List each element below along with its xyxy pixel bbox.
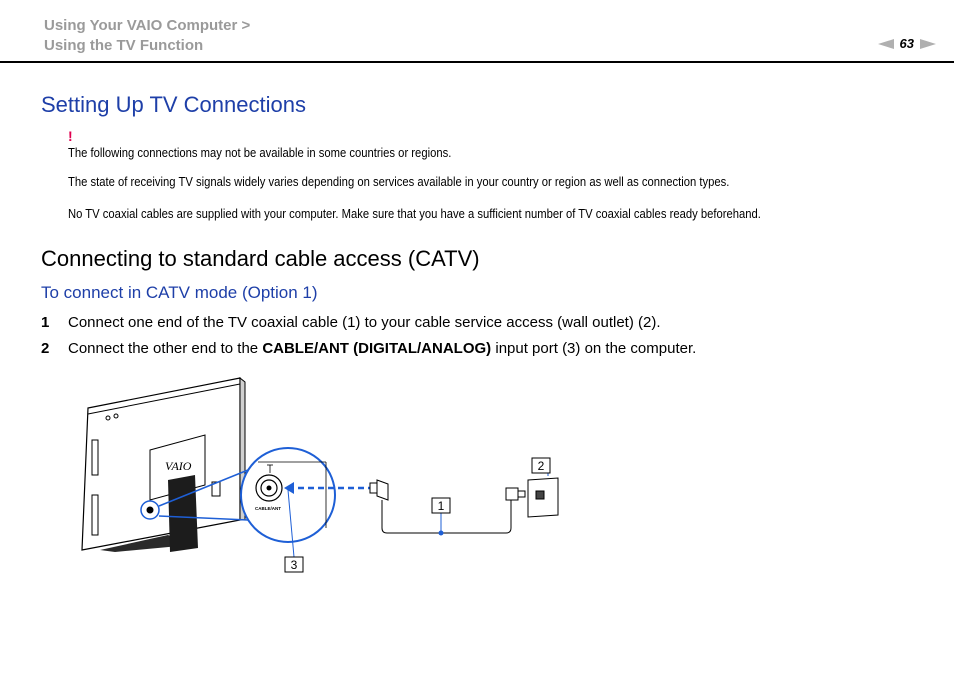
section-title: Setting Up TV Connections [41, 92, 306, 117]
port-name: CABLE/ANT (DIGITAL/ANALOG) [262, 340, 492, 357]
step-number: 2 [41, 340, 50, 357]
svg-text:1: 1 [438, 499, 445, 513]
computer-illustration [81, 376, 246, 552]
breadcrumb: Using Your VAIO Computer > Using the TV … [44, 16, 250, 56]
previous-page-arrow-icon[interactable] [877, 38, 894, 49]
step-number: 1 [41, 314, 50, 331]
note-1: The following connections may not be ava… [68, 146, 452, 160]
wall-outlet [527, 467, 559, 518]
callout-3-line [287, 489, 295, 558]
callout-3: 3 [284, 556, 304, 573]
svg-text:2: 2 [538, 459, 545, 473]
note-3: No TV coaxial cables are supplied with y… [68, 207, 761, 221]
subsection-title: Connecting to standard cable access (CAT… [41, 246, 480, 271]
breadcrumb-line-2: Using the TV Function [44, 37, 204, 54]
callout-2: 2 [531, 457, 551, 474]
coaxial-cable [369, 479, 526, 536]
zoom-line-top [158, 469, 249, 507]
svg-text:3: 3 [291, 558, 298, 572]
callout-1: 1 [431, 497, 451, 514]
next-page-arrow-icon[interactable] [920, 38, 936, 49]
zoom-line-bottom [158, 515, 249, 521]
arrow-head-icon [284, 482, 294, 494]
step-text-after: input port (3) on the computer. [491, 340, 697, 357]
breadcrumb-line-1: Using Your VAIO Computer > [44, 17, 251, 34]
vaio-logo: VAIO [165, 459, 192, 473]
page-number: 63 [899, 36, 914, 51]
step-text-before: Connect the other end to the [68, 340, 263, 357]
warning-icon: ! [68, 128, 73, 144]
procedure-title: To connect in CATV mode (Option 1) [41, 283, 318, 302]
page-navigation: 63 [877, 36, 936, 51]
step-text: Connect one end of the TV coaxial cable … [68, 314, 661, 331]
connection-diagram: VAIO CABLE/ANT 1 [81, 376, 559, 573]
header-divider [0, 61, 954, 63]
note-2: The state of receiving TV signals widely… [68, 175, 730, 189]
step-1: 1 Connect one end of the TV coaxial cable… [41, 314, 661, 331]
step-2: 2 Connect the other end to the CABLE/ANT … [41, 340, 696, 357]
port-label: CABLE/ANT [255, 506, 281, 511]
